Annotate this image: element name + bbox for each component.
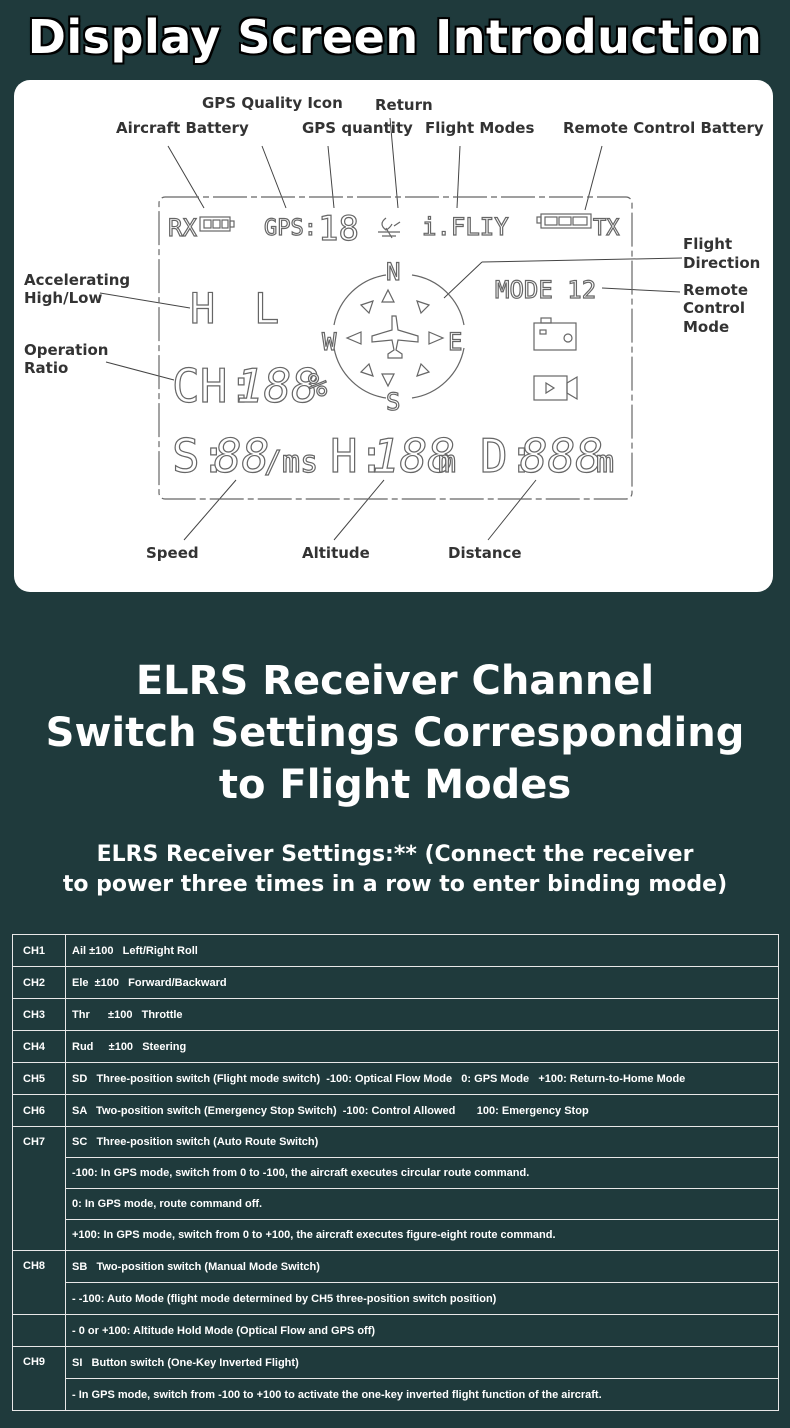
lcd-gps-digits: 18 [318, 209, 359, 249]
page-title: Display Screen Introduction [27, 10, 763, 64]
receiver-settings-subheading: ELRS Receiver Settings:** (Connect the r… [0, 840, 790, 900]
return-icon [378, 217, 401, 239]
setting-cell: SI Button switch (One-Key Inverted Fligh… [65, 1346, 779, 1379]
lcd-flight-mode: i.FLIY [422, 213, 509, 241]
lcd-dist-digits: 888 [520, 429, 603, 483]
channel-cell [12, 1314, 66, 1347]
label-remote-control-mode-2: Control [683, 299, 746, 317]
table-row: -100: In GPS mode, switch from 0 to -100… [13, 1157, 779, 1189]
compass-w: W [322, 328, 337, 356]
label-gps-quality-icon: GPS Quality Icon [202, 94, 343, 112]
setting-cell: - -100: Auto Mode (flight mode determine… [65, 1282, 779, 1315]
lcd-tx: TX [593, 216, 620, 241]
lcd-speed-unit: /ms [264, 445, 318, 480]
compass [333, 274, 465, 399]
compass-n: N [386, 258, 400, 286]
setting-cell: +100: In GPS mode, switch from 0 to +100… [65, 1219, 779, 1251]
channel-cell: CH1 [12, 934, 66, 967]
lcd-alt-unit: m [438, 445, 456, 480]
compass-e: E [448, 328, 462, 356]
channel-cell: CH7 [12, 1126, 66, 1251]
lcd-alt-digits: 188 [372, 429, 455, 483]
setting-cell: SA Two-position switch (Emergency Stop S… [65, 1094, 779, 1127]
label-flight-direction-1: Flight [683, 235, 733, 253]
section-heading: ELRS Receiver Channel Switch Settings Co… [0, 655, 790, 811]
label-accelerating-2: High/Low [24, 289, 103, 307]
camera-icon [533, 317, 577, 351]
section-heading-line3: to Flight Modes [218, 762, 572, 808]
lcd-gps: GPS: [264, 216, 317, 241]
label-speed: Speed [146, 544, 199, 562]
channel-cell: CH8 [12, 1250, 66, 1315]
subheading-line1: ELRS Receiver Settings:** (Connect the r… [96, 842, 694, 867]
remote-battery-icon [536, 213, 592, 229]
table-row: 0: In GPS mode, route command off. [13, 1188, 779, 1220]
section-heading-line2: Switch Settings Corresponding [45, 710, 745, 756]
lcd-alt-prefix: H: [330, 429, 385, 483]
setting-cell: - In GPS mode, switch from -100 to +100 … [65, 1378, 779, 1411]
lcd-ch-digits: 188 [236, 359, 319, 413]
video-icon [533, 375, 578, 401]
label-operation-ratio-1: Operation [24, 341, 109, 359]
setting-cell: SD Three-position switch (Flight mode sw… [65, 1062, 779, 1095]
setting-cell: 0: In GPS mode, route command off. [65, 1188, 779, 1220]
label-remote-control-battery: Remote Control Battery [563, 119, 764, 137]
table-row: - -100: Auto Mode (flight mode determine… [13, 1282, 779, 1315]
setting-cell: SC Three-position switch (Auto Route Swi… [65, 1126, 779, 1158]
lcd-display-svg: RX GPS: 18 i.FLIY TX H L [99, 117, 683, 541]
label-distance: Distance [448, 544, 522, 562]
label-altitude: Altitude [302, 544, 370, 562]
setting-cell: Rud ±100 Steering [65, 1030, 779, 1063]
compass-s: S [386, 388, 400, 416]
channel-cell: CH4 [12, 1030, 66, 1063]
label-flight-direction-2: Direction [683, 254, 761, 272]
label-gps-quantity: GPS quantity [302, 119, 413, 137]
label-remote-control-mode-3: Mode [683, 318, 730, 336]
label-aircraft-battery: Aircraft Battery [116, 119, 249, 137]
channel-cell: CH2 [12, 966, 66, 999]
subheading-line2: to power three times in a row to enter b… [62, 872, 728, 897]
channel-cell: CH5 [12, 1062, 66, 1095]
display-screen-diagram: GPS Quality Icon Return Aircraft Battery… [14, 80, 773, 592]
setting-cell: Ail ±100 Left/Right Roll [65, 934, 779, 967]
lcd-ch: CH: [172, 359, 255, 413]
section-heading-line1: ELRS Receiver Channel [135, 658, 655, 704]
lcd-speed-digits: 88 [214, 429, 269, 483]
channel-cell: CH9 [12, 1346, 66, 1411]
table-row: - 0 or +100: Altitude Hold Mode (Optical… [12, 1314, 779, 1347]
lcd-l: L [254, 284, 279, 333]
aircraft-battery-icon [199, 216, 235, 232]
setting-cell: - 0 or +100: Altitude Hold Mode (Optical… [65, 1314, 779, 1347]
lcd-dist-prefix: D: [480, 429, 535, 483]
lcd-rx: RX [168, 214, 197, 242]
lcd-percent: % [308, 366, 327, 404]
lcd-dist-unit: m [596, 445, 614, 480]
channel-cell: CH3 [12, 998, 66, 1031]
label-remote-control-mode-1: Remote [683, 281, 749, 299]
lcd-speed-prefix: S: [172, 429, 227, 483]
setting-cell: Thr ±100 Throttle [65, 998, 779, 1031]
channel-cell: CH6 [12, 1094, 66, 1127]
label-flight-modes: Flight Modes [425, 119, 535, 137]
setting-cell: SB Two-position switch (Manual Mode Swit… [65, 1250, 779, 1283]
table-row: +100: In GPS mode, switch from 0 to +100… [13, 1219, 779, 1251]
lcd-mode: MODE 12 [495, 276, 596, 304]
table-row: - In GPS mode, switch from -100 to +100 … [13, 1378, 779, 1411]
label-accelerating-1: Accelerating [24, 271, 131, 289]
setting-cell: Ele ±100 Forward/Backward [65, 966, 779, 999]
lcd-h: H [190, 284, 215, 333]
setting-cell: -100: In GPS mode, switch from 0 to -100… [65, 1157, 779, 1189]
label-operation-ratio-2: Ratio [24, 359, 69, 377]
label-return: Return [375, 96, 433, 114]
